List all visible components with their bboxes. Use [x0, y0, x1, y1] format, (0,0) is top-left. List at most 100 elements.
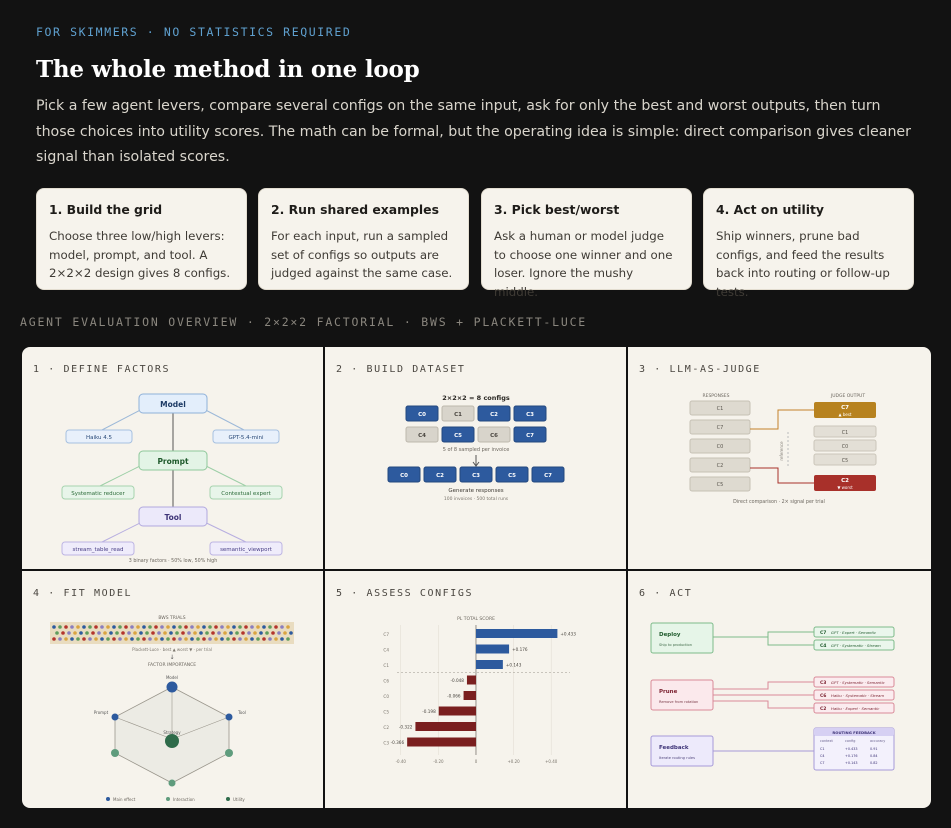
page-title: The whole method in one loop — [36, 56, 420, 83]
trial-dot — [154, 625, 158, 629]
factor-tree-diagram: Model Haiku 4.5 GPT-5.4-mini Prompt Syst… — [61, 393, 283, 564]
trial-dot — [235, 631, 239, 635]
trial-dot — [67, 631, 71, 635]
trial-dot — [256, 625, 260, 629]
svg-text:C1: C1 — [454, 412, 462, 418]
panel-llm-judge: 3 · LLM-AS-JUDGE RESPONSES JUDGE OUTPUT … — [628, 347, 931, 569]
trial-dot — [70, 625, 74, 629]
svg-text:C5: C5 — [508, 473, 516, 479]
trial-dot — [76, 637, 80, 641]
step-title: 1. Build the grid — [49, 202, 163, 217]
svg-text:C0: C0 — [418, 412, 426, 418]
step-body: For each input, run a sampled set of con… — [271, 229, 453, 280]
svg-text:GPT · Systematic · Stream: GPT · Systematic · Stream — [831, 643, 881, 648]
trial-dot — [136, 637, 140, 641]
trial-dot — [214, 625, 218, 629]
factor-model-low: Haiku 4.5 — [86, 435, 113, 441]
svg-text:C3: C3 — [383, 741, 389, 746]
trial-dot — [100, 637, 104, 641]
trial-dot — [109, 631, 113, 635]
table-cell: 0.91 — [870, 747, 878, 751]
table-cell: C4 — [820, 754, 825, 758]
factor-tool-high: semantic_viewport — [220, 547, 273, 553]
node-tool-label: Tool — [237, 710, 246, 715]
judge-footnote: Direct comparison · 2× signal per trial — [733, 499, 825, 505]
table-cell: +0.143 — [845, 761, 858, 765]
importance-title: FACTOR IMPORTANCE — [148, 662, 196, 668]
trial-dot — [55, 631, 59, 635]
trial-dot — [139, 631, 143, 635]
trial-dot — [280, 637, 284, 641]
trial-dot — [85, 631, 89, 635]
svg-text:C2: C2 — [383, 725, 389, 730]
table-header: accuracy — [870, 739, 885, 743]
trial-dot — [124, 625, 128, 629]
config-cell: C5 — [441, 426, 475, 443]
bar-C5: C5-0.198 — [383, 706, 476, 716]
step-body: Ask a human or model judge to choose one… — [494, 229, 673, 299]
node-prompt-label: Prompt — [94, 710, 109, 715]
svg-text:-0.066: -0.066 — [447, 694, 461, 699]
trial-dot — [184, 637, 188, 641]
svg-text:↓: ↓ — [169, 654, 174, 661]
legend-utility: Utility — [233, 797, 245, 802]
trial-dot — [172, 637, 176, 641]
trial-dot — [253, 631, 257, 635]
factor-prompt: Prompt — [157, 457, 189, 466]
gen-title: Generate responses — [448, 488, 503, 494]
factor-prompt-low: Systematic reducer — [71, 491, 125, 497]
step-title: 3. Pick best/worst — [494, 202, 620, 217]
trial-dot — [100, 625, 104, 629]
trial-dot — [103, 631, 107, 635]
trial-dot — [64, 637, 68, 641]
trial-dot — [190, 637, 194, 641]
trial-dot — [220, 637, 224, 641]
trial-dot — [118, 637, 122, 641]
trial-dot — [145, 631, 149, 635]
judge-worst-tag: ▼ worst — [837, 485, 853, 490]
feedback-sub: Iterate routing rules — [659, 756, 695, 760]
trial-dot — [94, 625, 98, 629]
trial-dot — [52, 637, 56, 641]
trial-dot — [244, 625, 248, 629]
overview-label: AGENT EVALUATION OVERVIEW · 2×2×2 FACTOR… — [20, 315, 588, 329]
trial-dot — [160, 625, 164, 629]
trial-dot — [262, 637, 266, 641]
trial-dot — [178, 625, 182, 629]
bar-C4: C4+0.176 — [383, 644, 528, 654]
trial-dot — [79, 631, 83, 635]
trial-dot — [124, 637, 128, 641]
trial-dot — [91, 631, 95, 635]
lede-paragraph: Pick a few agent levers, compare several… — [36, 98, 911, 166]
panel-assess-configs: 5 · ASSESS CONFIGS PL TOTAL SCORE C7+0.4… — [325, 571, 626, 808]
judge-middle-item: C5 — [813, 453, 877, 466]
svg-text:C4: C4 — [383, 648, 389, 653]
svg-text:-0.366: -0.366 — [391, 740, 405, 745]
step-body: Choose three low/high levers: model, pro… — [49, 229, 231, 280]
trial-dot — [184, 625, 188, 629]
step-card-act-on-utility: 4. Act on utility Ship winners, prune ba… — [703, 188, 914, 299]
judge-worst-id: C2 — [841, 478, 849, 484]
sampled-note: 5 of 8 sampled per invoice — [443, 447, 510, 453]
trial-dot — [289, 631, 293, 635]
trial-dot — [256, 637, 260, 641]
feedback-table-title: ROUTING FEEDBACK — [832, 730, 876, 735]
trial-dot — [64, 625, 68, 629]
svg-text:C5: C5 — [717, 482, 724, 488]
step-title: 2. Run shared examples — [271, 202, 439, 217]
trial-dot — [166, 625, 170, 629]
response-item: C7 — [689, 419, 751, 435]
svg-text:C4: C4 — [820, 643, 826, 649]
step-body: Ship winners, prune bad configs, and fee… — [716, 229, 890, 299]
trial-dot — [70, 637, 74, 641]
trial-dot — [172, 625, 176, 629]
trial-dot — [175, 631, 179, 635]
deploy-title: Deploy — [659, 632, 681, 638]
table-cell: C1 — [820, 747, 825, 751]
judge-middle-item: C1 — [813, 425, 877, 438]
trial-dot — [232, 637, 236, 641]
